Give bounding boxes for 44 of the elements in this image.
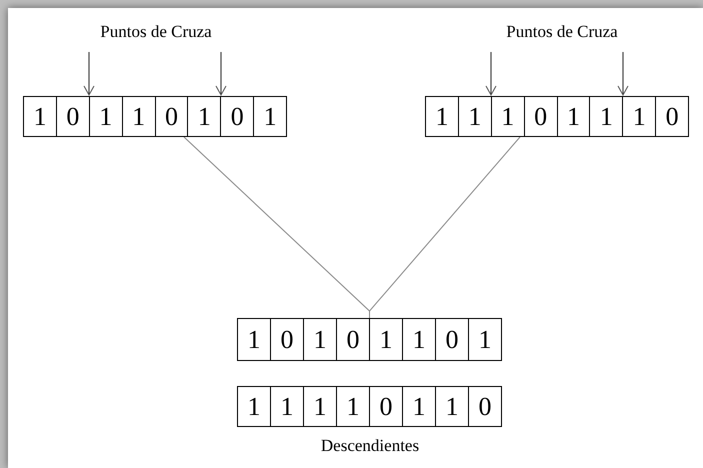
bit-cell: 1: [304, 387, 337, 426]
bit-cell: 0: [370, 387, 403, 426]
crossover-label: Puntos de Cruza: [86, 20, 226, 52]
chromosome-box: [425, 96, 689, 137]
bit-cell: 0: [656, 97, 688, 136]
bit-cell: 0: [337, 319, 370, 360]
bit-cell: 1: [188, 97, 222, 136]
bit-cell: 0: [524, 97, 558, 136]
bit-cell: 0: [469, 387, 501, 426]
bit-cell: 1: [492, 97, 525, 136]
chromosome-box: [23, 96, 287, 137]
bit-cell: 1: [90, 97, 123, 136]
bit-cell: 0: [56, 97, 90, 136]
bit-cell: 1: [304, 319, 337, 360]
chromosome-box: [237, 318, 502, 361]
bit-cell: 0: [221, 97, 254, 136]
bit-cell: 1: [403, 319, 436, 360]
bit-cell: 1: [590, 97, 624, 136]
bit-cell: 1: [254, 97, 286, 136]
bit-cell: 1: [271, 387, 304, 426]
bit-cell: 1: [458, 97, 492, 136]
bit-cell: 1: [238, 387, 271, 426]
bit-cell: 1: [426, 97, 459, 136]
bit-cell: 1: [122, 97, 156, 136]
bit-cell: 1: [403, 387, 436, 426]
bit-cell: 0: [271, 319, 304, 360]
crossover-label: Puntos de Cruza: [492, 20, 632, 52]
connector-line: [369, 136, 520, 318]
arrow: [84, 52, 94, 96]
arrow: [618, 52, 628, 96]
arrow: [216, 52, 226, 96]
bit-cell: 0: [436, 319, 469, 360]
bit-cell: 1: [558, 97, 590, 136]
caption-text: Descendientes: [320, 435, 420, 457]
bit-cell: 1: [238, 319, 271, 360]
arrow: [486, 52, 496, 96]
bit-cell: 1: [623, 97, 656, 136]
chromosome-box: [237, 386, 502, 427]
bit-cell: 0: [156, 97, 188, 136]
bit-cell: 1: [370, 319, 403, 360]
bit-cell: 1: [436, 387, 469, 426]
bit-cell: 1: [24, 97, 57, 136]
bit-cell: 1: [469, 319, 501, 360]
bit-cell: 1: [337, 387, 370, 426]
